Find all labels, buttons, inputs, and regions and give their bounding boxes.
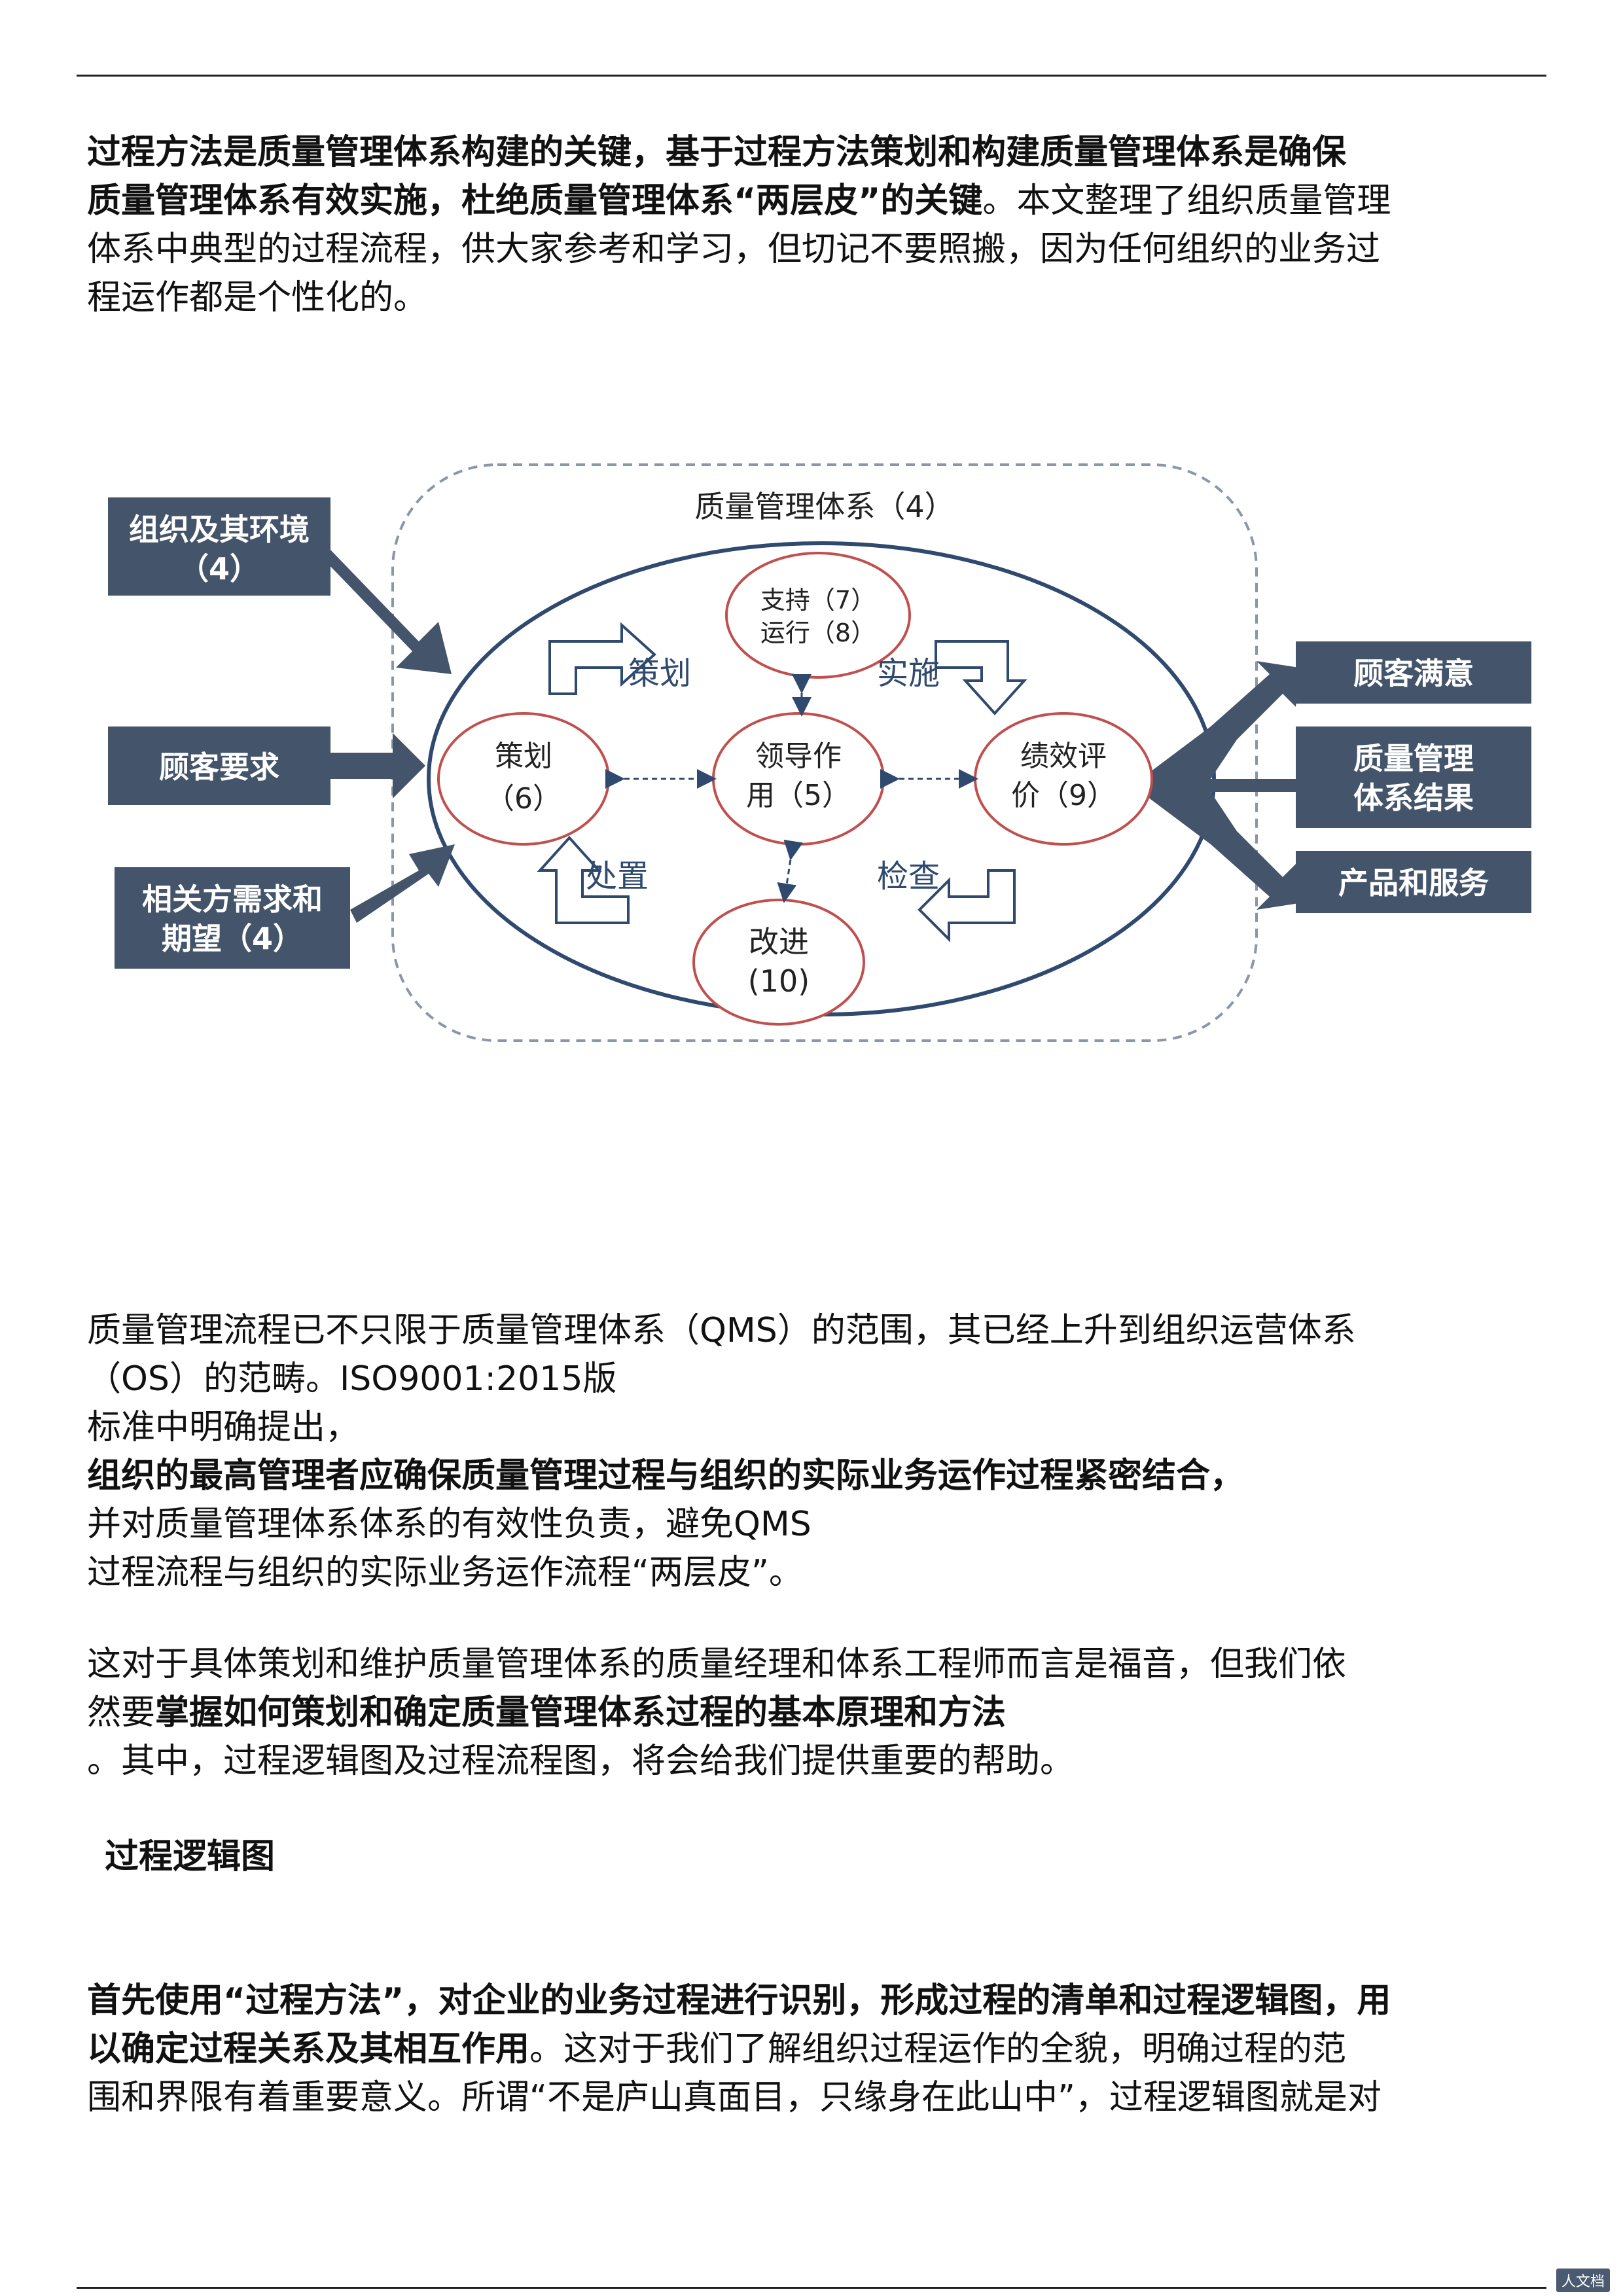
svg-text:（6）: （6） xyxy=(486,782,562,816)
svg-text:用（5）: 用（5） xyxy=(746,779,851,812)
top-rule xyxy=(77,75,1546,77)
svg-text:相关方需求和: 相关方需求和 xyxy=(142,882,323,917)
node-improvement: 改进 (10) xyxy=(692,899,865,1026)
paragraph-process-method: 首先使用“过程方法”，对企业的业务过程进行识别，形成过程的清单和过程逻辑图，用 … xyxy=(87,1977,1548,2122)
svg-text:期望（4）: 期望（4） xyxy=(162,921,303,956)
p2-line-6: 过程流程与组织的实际业务运作流程“两层皮”。 xyxy=(87,1553,803,1592)
p3-line-3: 。其中，过程逻辑图及过程流程图，将会给我们提供重要的帮助。 xyxy=(87,1742,1075,1781)
svg-text:策划: 策划 xyxy=(495,740,552,773)
p2-line-1: 质量管理流程已不只限于质量管理体系（QMS）的范围，其已经上升到组织运营体系 xyxy=(87,1311,1356,1350)
diagram-title: 质量管理体系（4） xyxy=(694,489,954,524)
svg-text:实施: 实施 xyxy=(877,655,940,692)
output-arrows xyxy=(1132,661,1322,910)
intro-text-4: 程运作都是个性化的。 xyxy=(87,278,428,317)
p2-line-5: 并对质量管理体系体系的有效性负责，避免QMS xyxy=(87,1505,812,1544)
svg-text:顾客要求: 顾客要求 xyxy=(159,749,279,785)
input-box-customer-requirements: 顾客要求 xyxy=(108,726,330,805)
input-arrow-customer xyxy=(330,733,425,798)
bottom-rule xyxy=(77,2287,1546,2289)
intro-bold-2: 质量管理体系有效实施，杜绝质量管理体系“两层皮”的关键 xyxy=(87,181,983,221)
p3-line-2-bold: 掌握如何策划和确定质量管理体系过程的基本原理和方法 xyxy=(155,1693,1007,1732)
p3-line-2-pre: 然要 xyxy=(87,1693,156,1732)
paragraph-principles: 这对于具体策划和维护质量管理体系的质量经理和体系工程师而言是福音，但我们依 然要… xyxy=(87,1640,1548,1785)
intro-bold-1: 过程方法是质量管理体系构建的关键，基于过程方法策划和构建质量管理体系是确保 xyxy=(87,133,1347,172)
section-heading: 过程逻辑图 xyxy=(105,1837,276,1876)
node-performance-evaluation: 绩效评 价（9） xyxy=(974,712,1153,846)
node-leadership: 领导作 用（5） xyxy=(712,712,885,846)
svg-text:检查: 检查 xyxy=(877,858,940,895)
input-box-stakeholder-needs: 相关方需求和 期望（4） xyxy=(115,867,350,969)
p2-line-4-bold: 组织的最高管理者应确保质量管理过程与组织的实际业务运作过程紧密结合， xyxy=(87,1456,1245,1496)
p4-line-2-bold: 以确定过程关系及其相互作用 xyxy=(87,2030,530,2069)
svg-text:绩效评: 绩效评 xyxy=(1020,740,1107,773)
node-connectors xyxy=(605,674,978,903)
node-planning: 策划 （6） xyxy=(437,712,610,846)
p2-line-2: （OS）的范畴。ISO9001:2015版 xyxy=(87,1359,617,1399)
svg-text:体系结果: 体系结果 xyxy=(1353,780,1474,816)
output-box-products-services: 产品和服务 xyxy=(1296,851,1531,913)
svg-text:运行（8）: 运行（8） xyxy=(760,619,876,647)
input-box-organization-context: 组织及其环境 （4） xyxy=(108,497,330,596)
svg-text:组织及其环境: 组织及其环境 xyxy=(129,512,310,547)
svg-text:质量管理: 质量管理 xyxy=(1353,741,1474,776)
p4-line-1-bold: 首先使用“过程方法”，对企业的业务过程进行识别，形成过程的清单和过程逻辑图，用 xyxy=(87,1981,1391,2020)
cycle-arrow-do: 实施 xyxy=(877,640,1027,715)
intro-text-3: 体系中典型的过程流程，供大家参考和学习，但切记不要照搬，因为任何组织的业务过 xyxy=(87,230,1381,269)
cycle-arrow-check: 检查 xyxy=(877,858,1016,942)
svg-text:产品和服务: 产品和服务 xyxy=(1338,865,1489,901)
cycle-arrow-act: 处置 xyxy=(537,836,649,924)
p4-line-2-text: 。这对于我们了解组织过程运作的全貌，明确过程的范 xyxy=(529,2030,1347,2069)
node-support-operation: 支持（7） 运行（8） xyxy=(725,552,911,679)
svg-text:支持（7）: 支持（7） xyxy=(760,586,876,615)
p4-line-3: 围和界限有着重要意义。所谓“不是庐山真面目，只缘身在此山中”，过程逻辑图就是对 xyxy=(87,2078,1382,2117)
svg-text:顾客满意: 顾客满意 xyxy=(1353,656,1474,691)
qms-process-diagram: 质量管理体系（4） 组织及其环境 （4） 顾客要求 相关方需求和 期望（4） 顾… xyxy=(108,463,1531,1042)
svg-text:策划: 策划 xyxy=(628,655,691,692)
output-box-qms-results: 质量管理 体系结果 xyxy=(1296,726,1531,828)
cycle-arrow-plan: 策划 xyxy=(548,622,691,695)
svg-text:改进: 改进 xyxy=(749,924,809,960)
intro-paragraph: 过程方法是质量管理体系构建的关键，基于过程方法策划和构建质量管理体系是确保 质量… xyxy=(87,128,1548,322)
brand-watermark: 人文档 xyxy=(1556,2269,1610,2292)
input-arrow-stakeholder xyxy=(350,844,455,923)
svg-text:领导作: 领导作 xyxy=(755,740,842,773)
p2-line-3: 标准中明确提出， xyxy=(87,1408,360,1447)
svg-text:(10): (10) xyxy=(748,963,810,999)
input-arrow-organization xyxy=(324,550,452,674)
p3-line-1: 这对于具体策划和维护质量管理体系的质量经理和体系工程师而言是福音，但我们依 xyxy=(87,1645,1347,1684)
svg-text:处置: 处置 xyxy=(586,858,649,895)
svg-text:价（9）: 价（9） xyxy=(1011,779,1116,812)
paragraph-qms-scope: 质量管理流程已不只限于质量管理体系（QMS）的范围，其已经上升到组织运营体系 （… xyxy=(87,1306,1548,1597)
output-box-customer-satisfaction: 顾客满意 xyxy=(1296,641,1531,704)
intro-text-2: 。本文整理了组织质量管理 xyxy=(982,181,1391,221)
svg-text:（4）: （4） xyxy=(179,551,260,586)
